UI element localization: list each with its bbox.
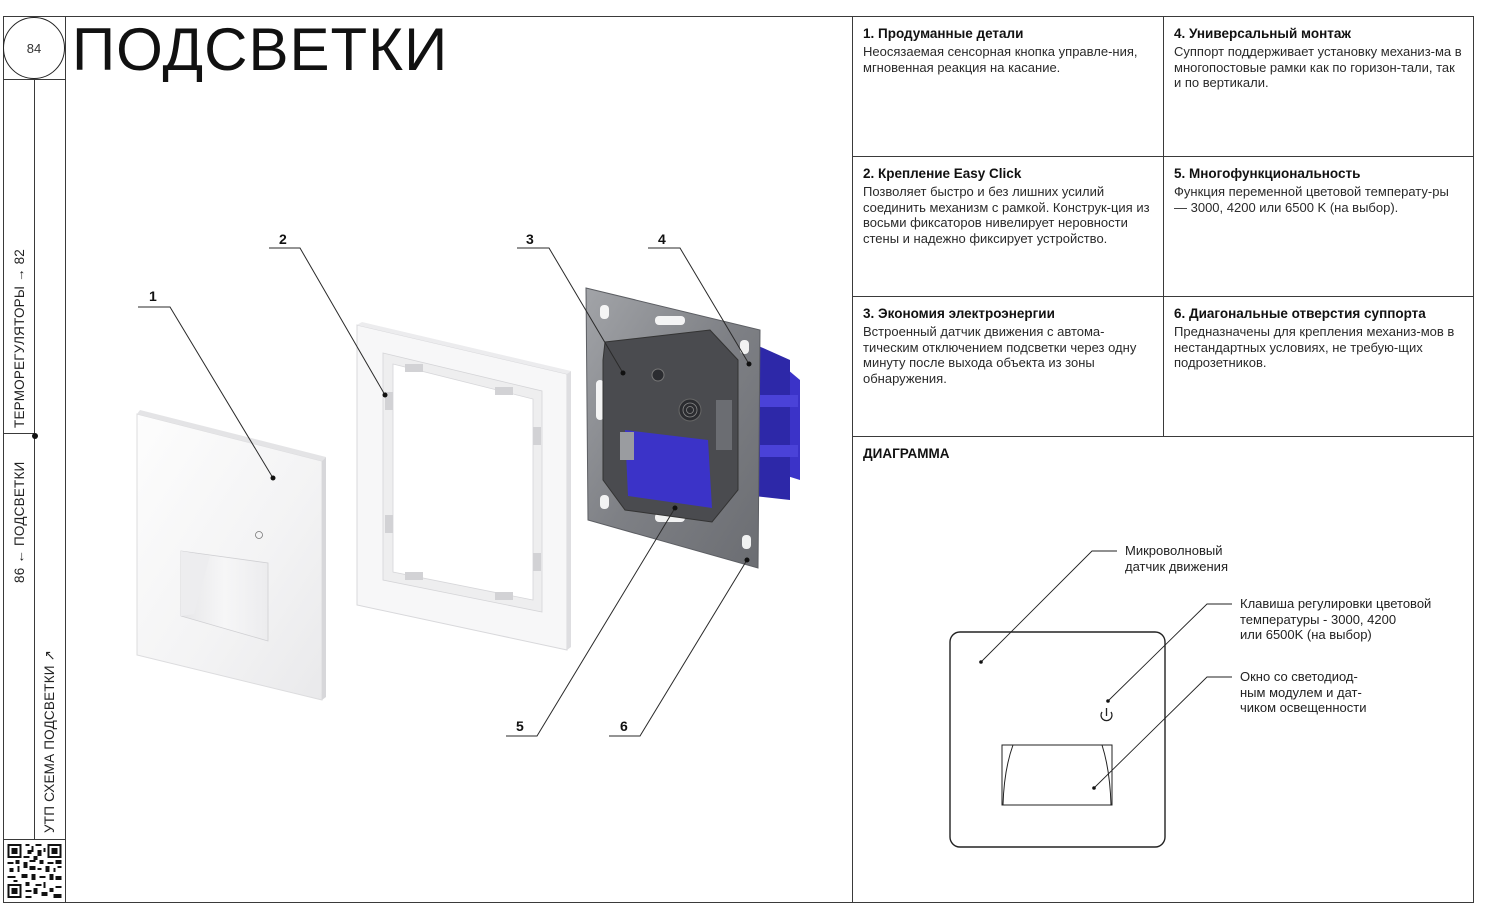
feature-title: 2. Крепление Easy Click bbox=[863, 166, 1022, 181]
nav-divider-dot bbox=[32, 433, 38, 439]
feature-text: Функция переменной цветовой температу-ры… bbox=[1174, 184, 1449, 215]
feature-text: Позволяет быстро и без лишних усилий сое… bbox=[863, 184, 1150, 246]
scheme-link-text[interactable]: УТП СХЕМА ПОДСВЕТКИ ↗ bbox=[42, 649, 57, 833]
table-mid bbox=[1163, 16, 1164, 436]
light-window bbox=[1001, 744, 1113, 806]
nav-next-section[interactable]: ТЕРМОРЕГУЛЯТОРЫ → 82 bbox=[12, 249, 27, 428]
callout-6-leader bbox=[609, 559, 748, 737]
power-icon bbox=[1100, 708, 1113, 722]
callout-2: 2 bbox=[279, 231, 287, 247]
callout-2-leader bbox=[269, 247, 386, 396]
feature-cell-3: 3. Экономия электроэнергии Встроенный да… bbox=[853, 297, 1163, 436]
feature-text: Неосязаемая сенсорная кнопка управле-ния… bbox=[863, 44, 1138, 75]
power-icon bbox=[255, 531, 263, 539]
sensor-leader bbox=[980, 550, 1117, 663]
feature-text: Предназначены для крепления механиз-мов … bbox=[1174, 324, 1455, 370]
feature-title: 3. Экономия электроэнергии bbox=[863, 306, 1055, 321]
callout-5: 5 bbox=[516, 718, 524, 734]
label-line: ным модулем и дат- bbox=[1240, 684, 1362, 700]
page-number: 84 bbox=[3, 17, 65, 79]
rail-h2 bbox=[3, 433, 34, 434]
label-line: датчик движения bbox=[1125, 558, 1228, 574]
mounting-frame bbox=[356, 322, 571, 651]
label-line: Микроволновый bbox=[1125, 543, 1223, 558]
label-line: Окно со светодиод- bbox=[1240, 669, 1358, 684]
label-line: температуры - 3000, 4200 bbox=[1240, 611, 1397, 627]
feature-title: 5. Многофункциональность bbox=[1174, 166, 1361, 181]
feature-cell-6: 6. Диагональные отверстия суппорта Предн… bbox=[1164, 297, 1473, 436]
frame-top bbox=[3, 16, 1474, 17]
callout-4-leader bbox=[648, 247, 750, 365]
label-line: чиком освещенности bbox=[1240, 700, 1367, 715]
feature-cell-1: 1. Продуманные детали Неосязаемая сенсор… bbox=[853, 17, 1163, 156]
table-row2 bbox=[852, 296, 1473, 297]
callout-3-leader bbox=[517, 247, 624, 374]
callout-6: 6 bbox=[620, 718, 628, 734]
feature-title: 4. Универсальный монтаж bbox=[1174, 26, 1351, 41]
table-left bbox=[852, 16, 853, 903]
diagram-section: ДИАГРАММА bbox=[853, 437, 1473, 467]
exploded-product-view bbox=[136, 247, 800, 737]
feature-text: Суппорт поддерживает установку механиз-м… bbox=[1174, 44, 1462, 90]
rail-divider bbox=[65, 16, 66, 903]
callout-5-leader bbox=[506, 507, 676, 737]
label-color-temp-button: Клавиша регулировки цветовой температуры… bbox=[1240, 596, 1431, 643]
nav-next-link[interactable]: ТЕРМОРЕГУЛЯТОРЫ → 82 bbox=[12, 248, 27, 428]
feature-cell-5: 5. Многофункциональность Функция перемен… bbox=[1164, 157, 1473, 296]
feature-cell-4: 4. Универсальный монтаж Суппорт поддержи… bbox=[1164, 17, 1473, 156]
device-outline bbox=[949, 631, 1166, 848]
rail-mid-vertical bbox=[34, 79, 35, 839]
feature-text: Встроенный датчик движения с автома-тиче… bbox=[863, 324, 1137, 386]
callout-1-leader bbox=[138, 306, 274, 479]
feature-title: 6. Диагональные отверстия суппорта bbox=[1174, 306, 1426, 321]
table-row1 bbox=[852, 156, 1473, 157]
frame-bottom bbox=[3, 902, 1474, 903]
frame-right bbox=[1473, 16, 1474, 903]
label-led-window: Окно со светодиод- ным модулем и дат- чи… bbox=[1240, 669, 1366, 716]
callout-4: 4 bbox=[658, 231, 666, 247]
mechanism-with-support bbox=[585, 287, 800, 569]
diagram-heading: ДИАГРАММА bbox=[863, 446, 950, 461]
callout-3: 3 bbox=[526, 231, 534, 247]
feature-cell-2: 2. Крепление Easy Click Позволяет быстро… bbox=[853, 157, 1163, 296]
scheme-link[interactable]: УТП СХЕМА ПОДСВЕТКИ ↗ bbox=[42, 650, 58, 833]
callout-1: 1 bbox=[149, 288, 157, 304]
feature-title: 1. Продуманные детали bbox=[863, 26, 1024, 41]
qr-code[interactable] bbox=[5, 842, 64, 900]
page-number-text: 84 bbox=[26, 40, 42, 56]
device-diagram bbox=[949, 550, 1232, 848]
page-title: ПОДСВЕТКИ bbox=[72, 16, 449, 83]
nav-prev-section[interactable]: 86 ← ПОДСВЕТКИ bbox=[12, 462, 27, 583]
label-line: Клавиша регулировки цветовой bbox=[1240, 596, 1432, 611]
rail-h3 bbox=[3, 839, 65, 840]
label-line: или 6500K (на выбор) bbox=[1240, 627, 1372, 642]
frame-left bbox=[3, 16, 4, 903]
button-leader bbox=[1107, 603, 1232, 702]
front-panel bbox=[136, 410, 326, 701]
nav-prev-link[interactable]: 86 ← ПОДСВЕТКИ bbox=[12, 461, 27, 583]
label-microwave-sensor: Микроволновый датчик движения bbox=[1125, 543, 1228, 574]
table-row3 bbox=[852, 436, 1473, 437]
window-leader bbox=[1093, 676, 1232, 789]
